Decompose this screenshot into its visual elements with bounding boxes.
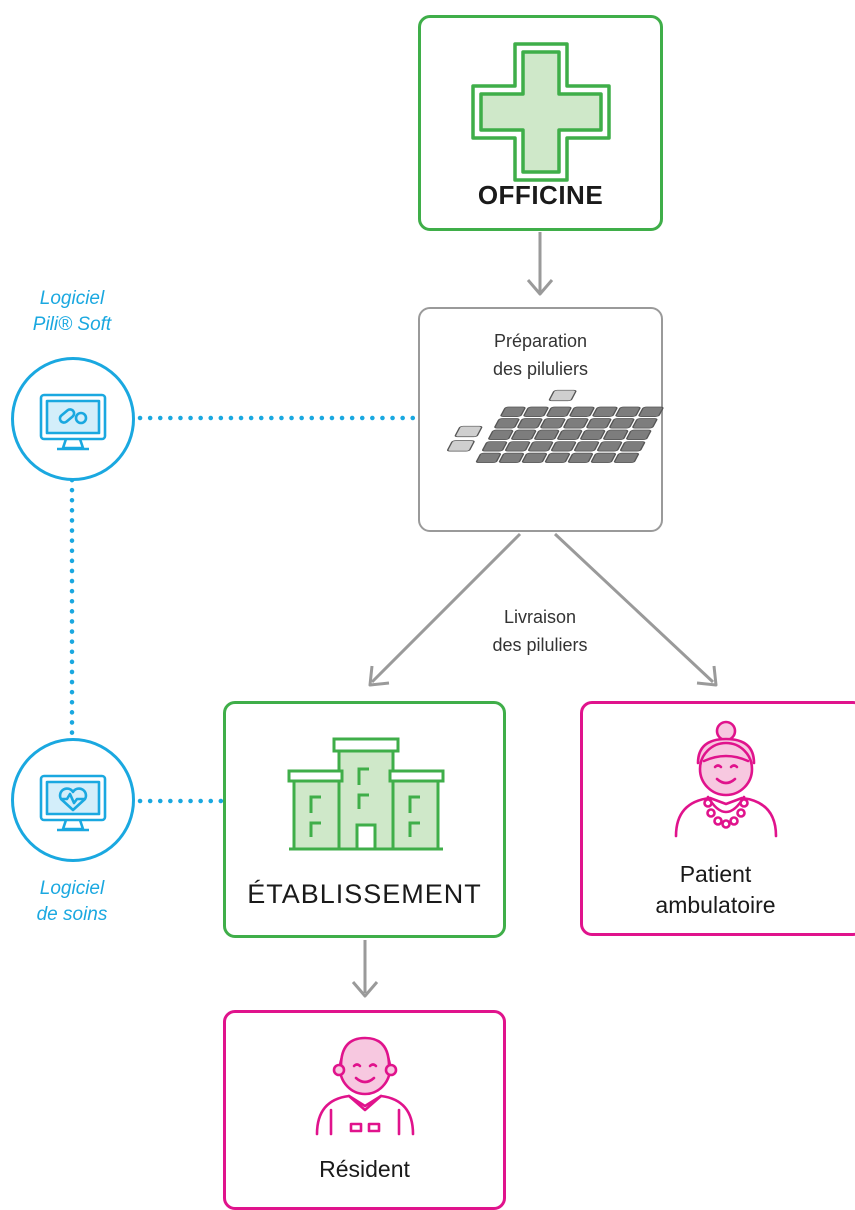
etablissement-label: ÉTABLISSEMENT [226, 879, 503, 910]
patient-box: Patient ambulatoire [580, 701, 855, 936]
resident-box: Résident [223, 1010, 506, 1210]
pill-organizer-icon [418, 307, 663, 532]
preparation-box: Préparation des piluliers [418, 307, 663, 532]
patient-label-line2: ambulatoire [573, 892, 855, 919]
livraison-label-line2: des piluliers [480, 635, 600, 656]
soins-label-line2: de soins [12, 902, 132, 928]
etablissement-box: ÉTABLISSEMENT [223, 701, 506, 938]
pilisoft-label-line1: Logiciel [12, 286, 132, 312]
monitor-pills-icon [11, 357, 135, 481]
officine-box: OFFICINE [418, 15, 663, 231]
resident-label: Résident [226, 1156, 503, 1183]
soins-circle [11, 738, 135, 862]
livraison-label-line1: Livraison [480, 607, 600, 628]
monitor-heart-icon [11, 738, 135, 862]
officine-label: OFFICINE [421, 180, 660, 211]
soins-label-line1: Logiciel [12, 876, 132, 902]
patient-label-line1: Patient [573, 861, 855, 888]
pilisoft-label-line2: Pili® Soft [12, 312, 132, 338]
pilisoft-circle [11, 357, 135, 481]
